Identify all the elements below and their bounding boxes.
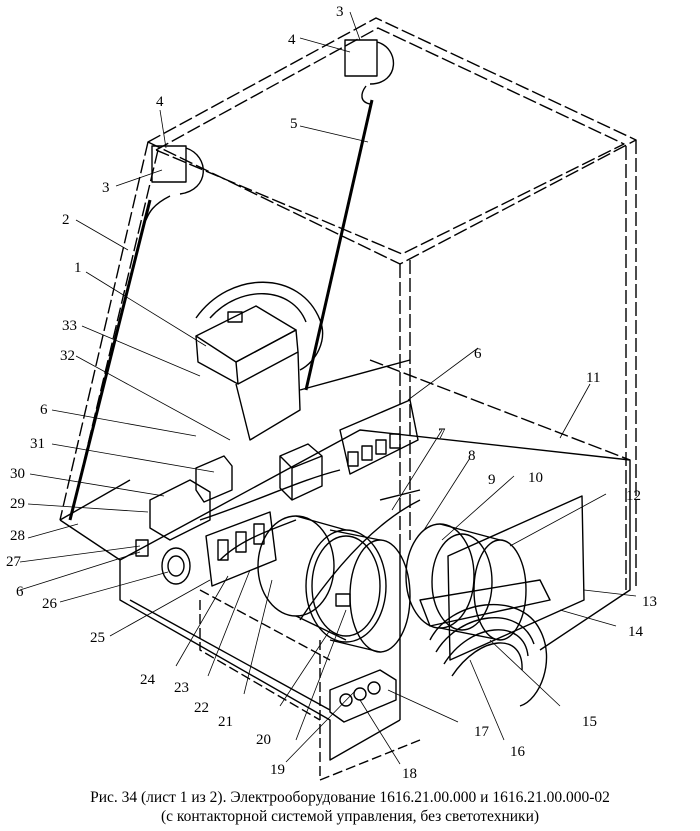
callout-31: 31 [30,436,45,452]
lamp-holder-top [344,39,395,105]
callout-6-mid: 6 [40,402,48,418]
callout-6-low: 6 [16,584,24,600]
callout-3-left: 3 [102,180,110,196]
fuse-block [329,669,397,723]
callout-4-top: 4 [288,32,296,48]
junction-box [279,443,323,501]
callout-4-left: 4 [156,94,164,110]
control-block [149,455,233,541]
switch-assembly [135,539,191,585]
resistor-coils [419,579,551,707]
callout-20: 20 [256,732,271,748]
callout-17: 17 [474,724,490,740]
callout-10: 10 [528,470,543,486]
figure-caption-line-1: Рис. 34 (лист 1 из 2). Электрооборудован… [90,789,610,806]
callout-1: 1 [74,260,82,276]
cabin-frame [59,17,637,590]
callout-23: 23 [174,680,189,696]
callout-9: 9 [488,472,496,488]
traction-motor [257,515,411,653]
callout-14: 14 [628,624,644,640]
callout-30: 30 [10,466,25,482]
callout-16: 16 [510,744,526,760]
callout-33: 33 [62,318,77,334]
control-panel [447,495,585,661]
wire-harness-2 [68,199,152,521]
pump-motor [405,523,527,641]
wiper-motor-assembly [195,281,324,441]
callout-6-top: 6 [474,346,482,362]
wire-harness-5 [304,99,374,391]
callout-24: 24 [140,672,156,688]
lamp-holder-left [145,145,204,221]
callout-13: 13 [642,594,657,610]
callout-7: 7 [438,426,446,442]
callout-2: 2 [62,212,70,228]
callout-11: 11 [586,370,600,386]
callout-26: 26 [42,596,58,612]
callout-21: 21 [218,714,233,730]
callout-3-top: 3 [336,4,344,20]
callout-27: 27 [6,554,22,570]
callout-5: 5 [290,116,298,132]
callout-19: 19 [270,762,285,778]
callout-28: 28 [10,528,25,544]
callout-15: 15 [582,714,597,730]
callout-22: 22 [194,700,209,716]
callout-12: 12 [626,488,641,504]
callout-25: 25 [90,630,105,646]
callout-29: 29 [10,496,25,512]
callout-18: 18 [402,766,417,782]
contactor-blocks [205,511,277,587]
callout-32: 32 [60,348,75,364]
relay-panel [339,399,419,475]
figure-caption-line-2: (с контакторной системой управления, без… [160,808,540,825]
electrical-equipment-drawing: 3 4 5 4 3 2 1 33 32 6 31 30 29 28 27 6 2… [6,4,657,782]
callout-8: 8 [468,448,476,464]
